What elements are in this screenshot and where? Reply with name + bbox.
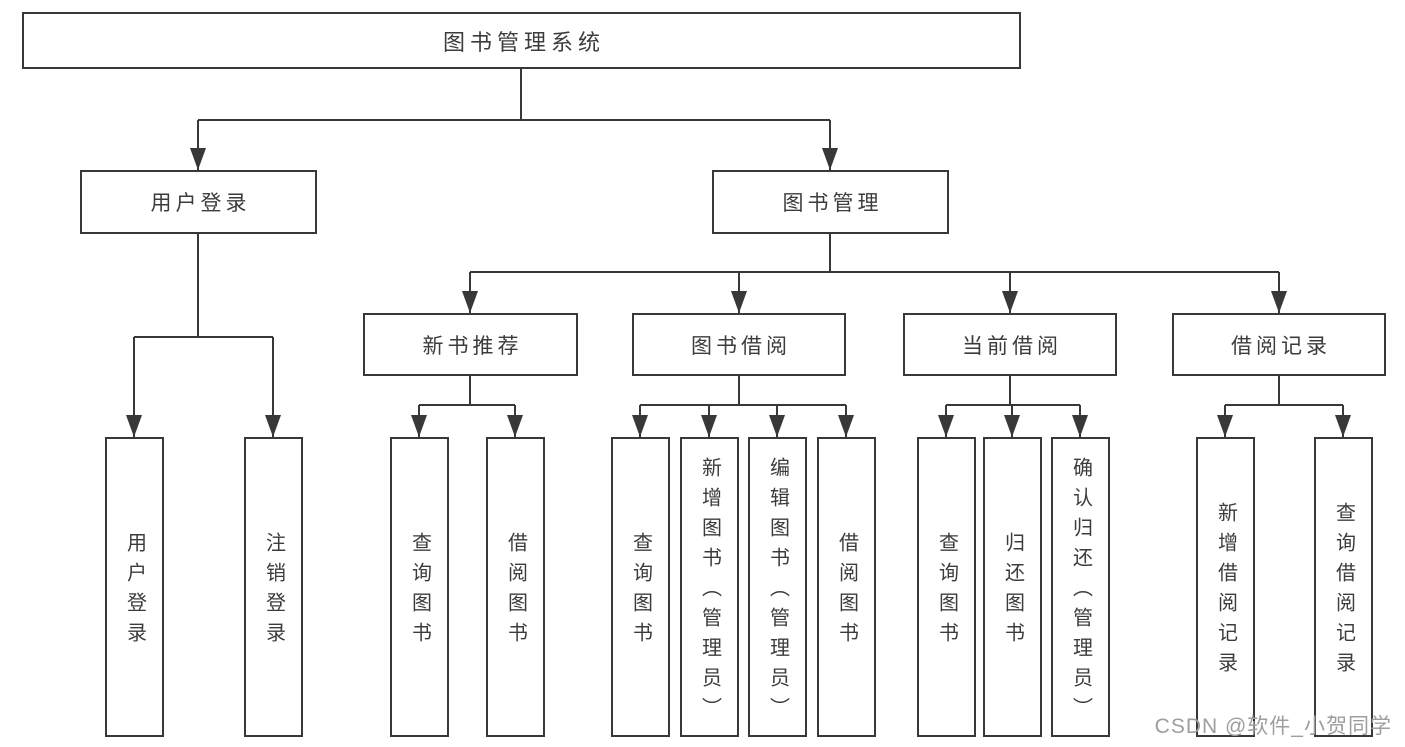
leaf-label: 注销登录 — [262, 532, 285, 652]
leaf-label: 查询借阅记录 — [1332, 502, 1355, 682]
leaf-node-return-book: 归还图书 — [983, 437, 1042, 737]
leaf-label: 查询图书 — [629, 532, 652, 652]
connector-new-book-recommend-to-leaves — [411, 376, 523, 437]
node-label: 用户登录 — [150, 192, 251, 215]
node-root: 图书管理系统 — [22, 12, 1021, 69]
node-new-book-recommend: 新书推荐 — [363, 313, 578, 376]
node-label: 图书借阅 — [691, 334, 791, 358]
leaf-node-query-books-current: 查询图书 — [917, 437, 976, 737]
connector-user-login-to-leaves — [126, 234, 281, 437]
leaf-label: 查询图书 — [935, 532, 958, 652]
leaf-node-user-login: 用户登录 — [105, 437, 164, 737]
leaf-label: 用户登录 — [123, 532, 146, 652]
node-label: 图书管理系统 — [442, 29, 605, 55]
leaf-label: 归还图书 — [1001, 532, 1024, 652]
leaf-node-query-borrow-record: 查询借阅记录 — [1314, 437, 1373, 737]
leaf-node-query-books-recommend: 查询图书 — [390, 437, 449, 737]
leaf-node-borrow-books-recommend: 借阅图书 — [486, 437, 545, 737]
node-borrow-records: 借阅记录 — [1172, 313, 1386, 376]
connector-root-to-level2 — [190, 69, 838, 170]
leaf-node-add-borrow-record: 新增借阅记录 — [1196, 437, 1255, 737]
leaf-label: 借阅图书 — [835, 532, 858, 652]
node-current-borrow: 当前借阅 — [903, 313, 1117, 376]
leaf-label: 借阅图书 — [504, 532, 527, 652]
node-book-borrow: 图书借阅 — [632, 313, 846, 376]
csdn-watermark: CSDN @软件_小贺同学 — [1154, 715, 1392, 738]
leaf-node-borrow-books: 借阅图书 — [817, 437, 876, 737]
leaf-label: 新增借阅记录 — [1214, 502, 1237, 682]
leaf-node-query-books-borrow: 查询图书 — [611, 437, 670, 737]
leaf-label: 编辑图书（管理员） — [766, 457, 789, 727]
node-user-login: 用户登录 — [80, 170, 317, 234]
connector-book-management-to-level3 — [462, 234, 1287, 313]
node-label: 借阅记录 — [1231, 334, 1331, 358]
node-book-management: 图书管理 — [712, 170, 949, 234]
connector-current-borrow-to-leaves — [938, 376, 1088, 437]
leaf-node-logout: 注销登录 — [244, 437, 303, 737]
leaf-node-add-book-admin: 新增图书（管理员） — [680, 437, 739, 737]
leaf-label: 查询图书 — [408, 532, 431, 652]
leaf-node-confirm-return-admin: 确认归还（管理员） — [1051, 437, 1110, 737]
node-label: 新书推荐 — [422, 334, 523, 358]
node-label: 图书管理 — [782, 192, 883, 215]
leaf-label: 新增图书（管理员） — [698, 457, 721, 727]
leaf-label: 确认归还（管理员） — [1069, 457, 1092, 727]
connector-borrow-records-to-leaves — [1217, 376, 1351, 437]
leaf-node-edit-book-admin: 编辑图书（管理员） — [748, 437, 807, 737]
node-label: 当前借阅 — [962, 334, 1062, 358]
connector-book-borrow-to-leaves — [632, 376, 854, 437]
